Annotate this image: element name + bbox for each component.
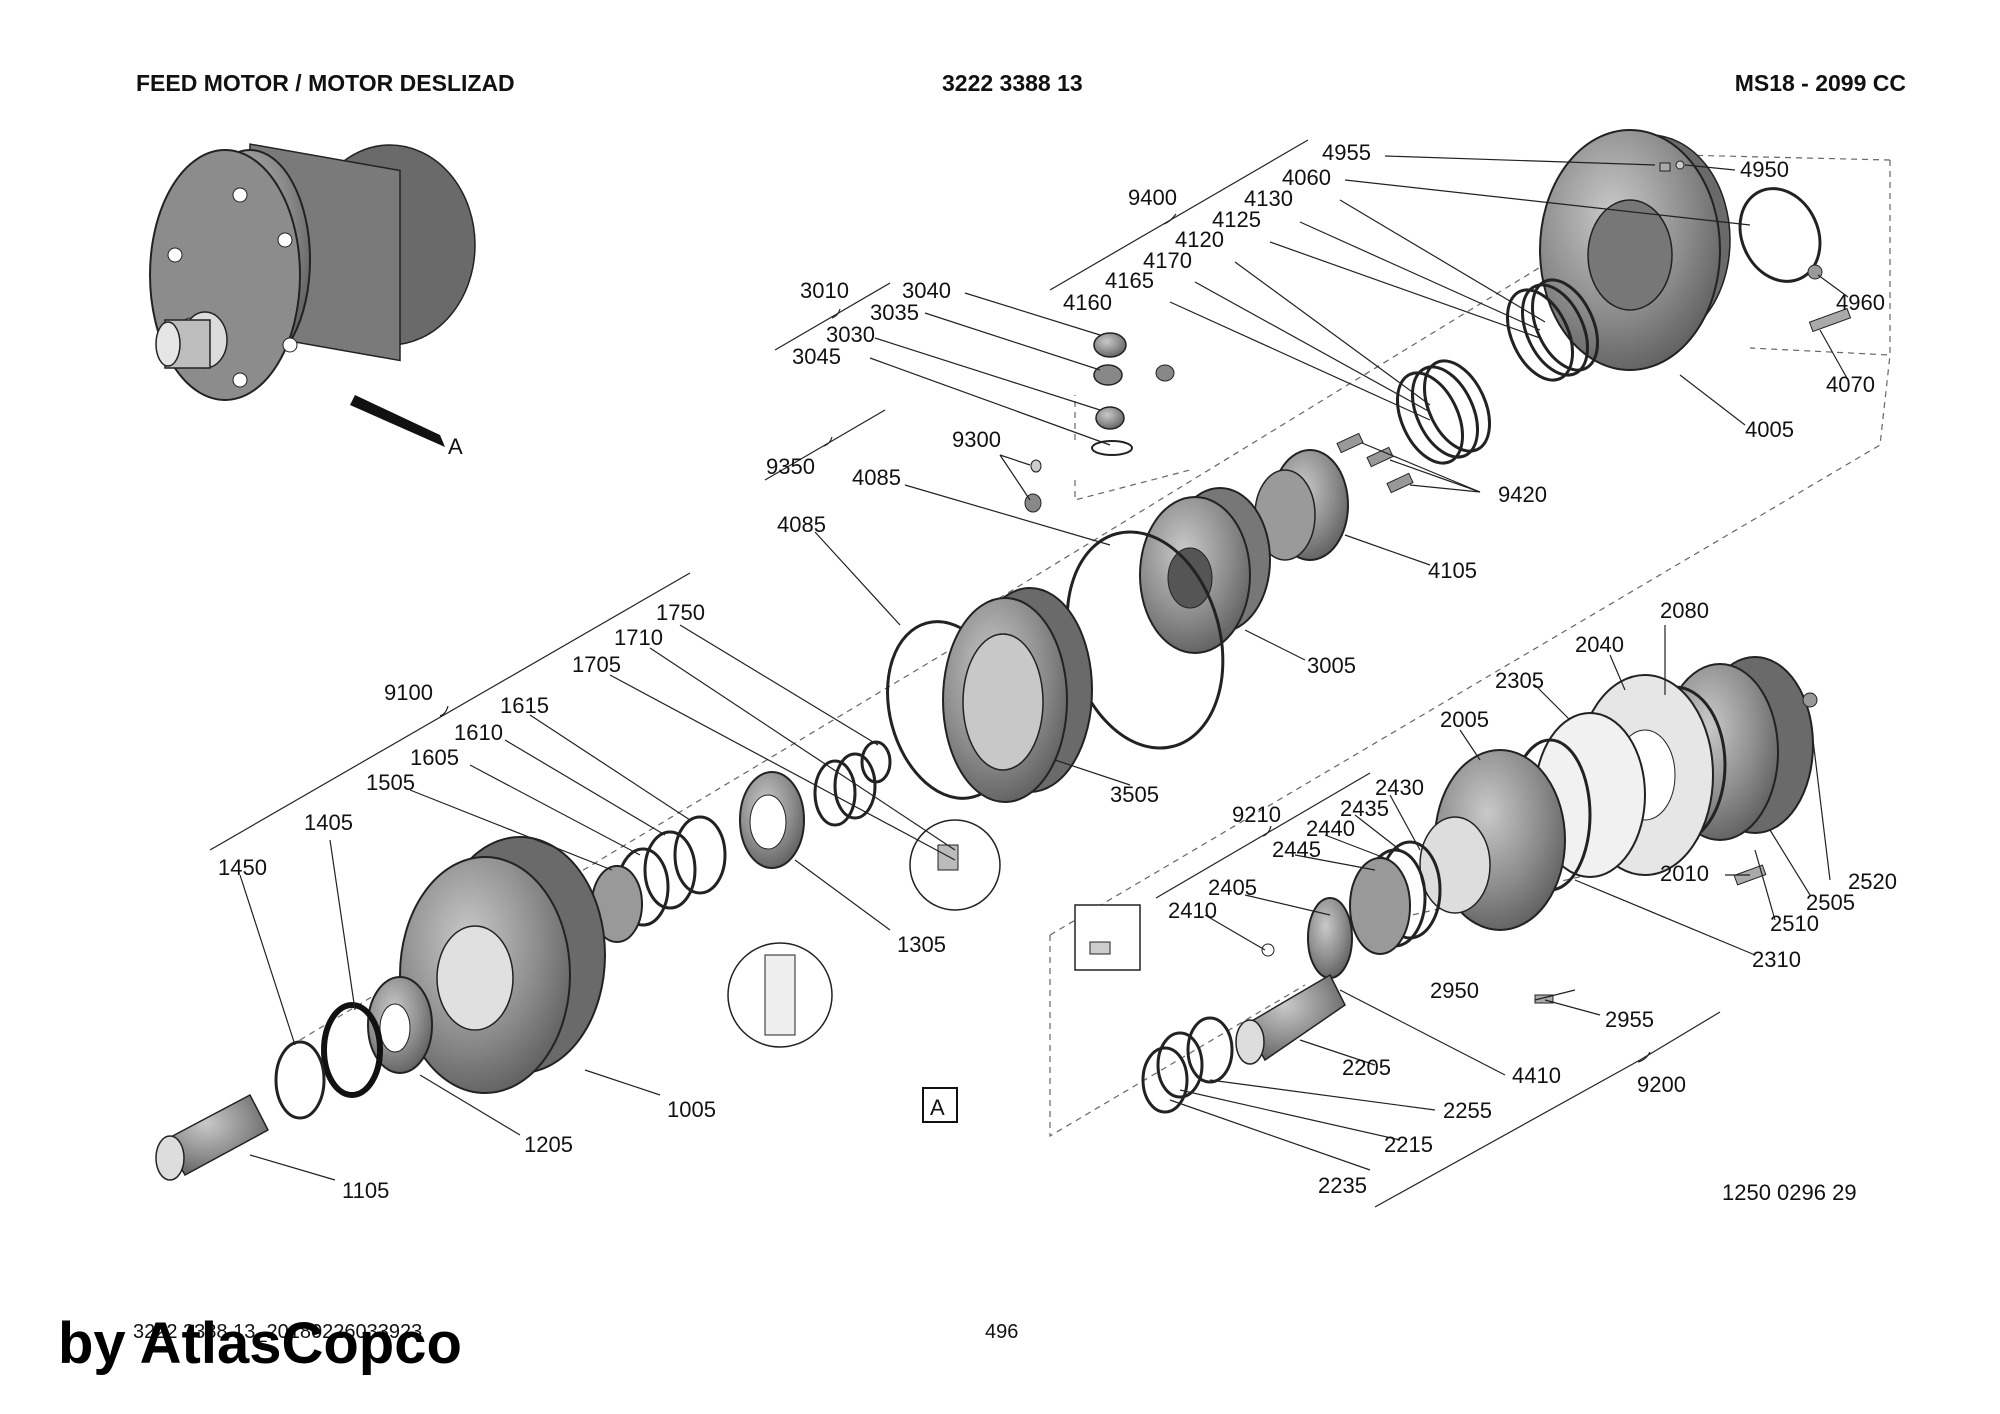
callout-4125: 4125 (1212, 207, 1261, 232)
callout-2215: 2215 (1384, 1132, 1433, 1157)
callout-2435: 2435 (1340, 796, 1389, 821)
callout-2205: 2205 (1342, 1055, 1391, 1080)
callout-2410: 2410 (1168, 898, 1217, 923)
doc-part-number: 3222 3388 13 (942, 70, 1083, 96)
callout-2080: 2080 (1660, 598, 1709, 623)
callout-4085-upper: 4085 (852, 465, 901, 490)
callout-1705: 1705 (572, 652, 621, 677)
footer-doc-id: 3222 3388 13_20180226033923 (133, 1321, 423, 1343)
callout-3030: 3030 (826, 322, 875, 347)
callout-1405: 1405 (304, 810, 353, 835)
drawing-number: 1250 0296 29 (1722, 1180, 1857, 1205)
callout-1610: 1610 (454, 720, 503, 745)
callout-4410: 4410 (1512, 1063, 1561, 1088)
watermark: by AtlasCopco (58, 1311, 462, 1376)
callout-4130: 4130 (1244, 186, 1293, 211)
callout-1605: 1605 (410, 745, 459, 770)
view-box-a (922, 1087, 958, 1123)
callout-1105: 1105 (342, 1178, 389, 1203)
footer-page-number: 496 (985, 1321, 1019, 1343)
callout-2010: 2010 (1660, 861, 1709, 886)
callout-9200: 9200 (1637, 1072, 1686, 1097)
callout-9210: 9210 (1232, 802, 1281, 827)
callout-4960: 4960 (1836, 290, 1885, 315)
callout-3040: 3040 (902, 278, 951, 303)
callout-2430: 2430 (1375, 775, 1424, 800)
callout-3045: 3045 (792, 344, 841, 369)
callout-4120: 4120 (1175, 227, 1224, 252)
callout-3505: 3505 (1110, 782, 1159, 807)
leader-lines (239, 155, 1849, 1181)
callout-4005: 4005 (1745, 417, 1794, 442)
callout-2405: 2405 (1208, 875, 1257, 900)
callout-4070: 4070 (1826, 372, 1875, 397)
callout-4060: 4060 (1282, 165, 1331, 190)
callout-9400: 9400 (1128, 185, 1177, 210)
callout-2235: 2235 (1318, 1173, 1367, 1198)
callout-1505: 1505 (366, 770, 415, 795)
part-callouts: 4955 4950 9400 4060 4130 4125 4120 4170 … (218, 140, 1897, 1203)
view-box-a-label: A (930, 1095, 945, 1120)
callout-2305: 2305 (1495, 668, 1544, 693)
detail-marker-a: A (448, 434, 463, 459)
callout-1305: 1305 (897, 932, 946, 957)
callout-3005: 3005 (1307, 653, 1356, 678)
callout-2310: 2310 (1752, 947, 1801, 972)
callout-9300: 9300 (952, 427, 1001, 452)
callout-2440: 2440 (1306, 816, 1355, 841)
callout-3035: 3035 (870, 300, 919, 325)
callout-9420: 9420 (1498, 482, 1547, 507)
exploded-parts (155, 129, 1852, 1181)
callout-1450: 1450 (218, 855, 267, 880)
callout-4170: 4170 (1143, 248, 1192, 273)
callout-1615: 1615 (500, 693, 549, 718)
group-brackets (209, 139, 1721, 1208)
callout-9100: 9100 (384, 680, 433, 705)
callout-2040: 2040 (1575, 632, 1624, 657)
callout-2520: 2520 (1848, 869, 1897, 894)
callout-1750: 1750 (656, 600, 705, 625)
callout-1710: 1710 (614, 625, 663, 650)
callout-4085-lower: 4085 (777, 512, 826, 537)
callout-4160: 4160 (1063, 290, 1112, 315)
callout-2255: 2255 (1443, 1098, 1492, 1123)
callout-2445: 2445 (1272, 837, 1321, 862)
callout-4950: 4950 (1740, 157, 1789, 182)
doc-title: FEED MOTOR / MOTOR DESLIZAD (136, 70, 515, 96)
callout-4105: 4105 (1428, 558, 1477, 583)
callout-2510: 2510 (1770, 911, 1819, 936)
callout-2005: 2005 (1440, 707, 1489, 732)
callout-9350: 9350 (766, 454, 815, 479)
callout-2955: 2955 (1605, 1007, 1654, 1032)
assembled-motor-image: A (149, 143, 476, 459)
callout-1205: 1205 (524, 1132, 573, 1157)
callout-4955: 4955 (1322, 140, 1371, 165)
doc-model: MS18 - 2099 CC (1734, 70, 1906, 96)
callout-1005: 1005 (667, 1097, 716, 1122)
callout-4165: 4165 (1105, 268, 1154, 293)
callout-3010: 3010 (800, 278, 849, 303)
callout-2950: 2950 (1430, 978, 1479, 1003)
callout-2505: 2505 (1806, 890, 1855, 915)
